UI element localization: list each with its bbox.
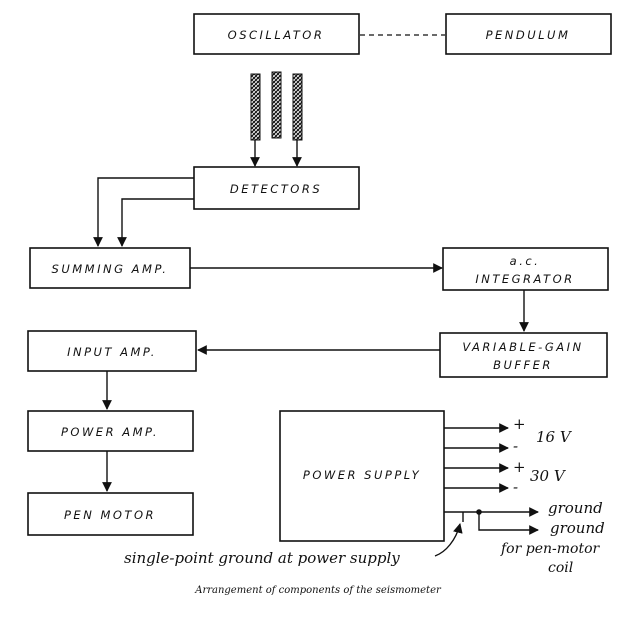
single-point-ground-annotation: single-point ground at power supply [124,549,400,567]
power-amp-block: POWER AMP. [27,410,194,452]
buffer-label-line1: VARIABLE-GAIN [462,340,583,354]
voltage-30v-label: 30 V [530,467,567,485]
plus-sign-30v: + [513,458,526,476]
minus-sign-30v: - [513,478,518,496]
detectors-to-summing-arrow-2 [117,198,194,247]
power-supply-outputs [444,423,539,535]
ground-label: ground [548,499,603,517]
integrator-label-line1: a.c. [510,254,541,268]
power-amp-label: POWER AMP. [61,425,159,439]
figure-caption: Arrangement of components of the seismom… [194,585,442,596]
input-amp-label: INPUT AMP. [67,345,157,359]
detectors-label: DETECTORS [230,182,322,196]
ground-label-2: ground [550,519,605,537]
minus-sign-16v: - [513,437,518,455]
summing-amp-block: SUMMING AMP. [29,247,191,289]
ground-junction-dot [476,509,482,515]
buffer-block: VARIABLE-GAIN BUFFER [439,332,608,378]
coil-label: coil [548,560,573,576]
buffer-label-line2: BUFFER [493,358,553,372]
detector-coils [250,71,303,141]
pendulum-block: PENDULUM [445,13,612,55]
pen-motor-block: PEN MOTOR [27,492,194,536]
power-supply-label: POWER SUPPLY [303,468,421,482]
integrator-label-line2: INTEGRATOR [475,272,574,286]
integrator-block: a.c. INTEGRATOR [442,247,609,291]
detectors-block: DETECTORS [193,166,360,210]
pen-motor-label: PEN MOTOR [64,508,156,522]
oscillator-block: OSCILLATOR [193,13,360,55]
plus-sign-16v: + [513,415,526,433]
summing-amp-label: SUMMING AMP. [52,262,169,276]
input-amp-block: INPUT AMP. [27,330,197,372]
pendulum-label: PENDULUM [486,28,571,42]
voltage-16v-label: 16 V [536,428,573,446]
for-pen-motor-label: for pen-motor [500,541,601,557]
annotation-arrow [434,523,463,557]
output-ground-pen-motor-arrow [478,512,539,535]
power-supply-block: POWER SUPPLY [279,410,445,542]
detectors-to-summing-arrow-1 [93,177,194,247]
oscillator-label: OSCILLATOR [228,28,325,42]
